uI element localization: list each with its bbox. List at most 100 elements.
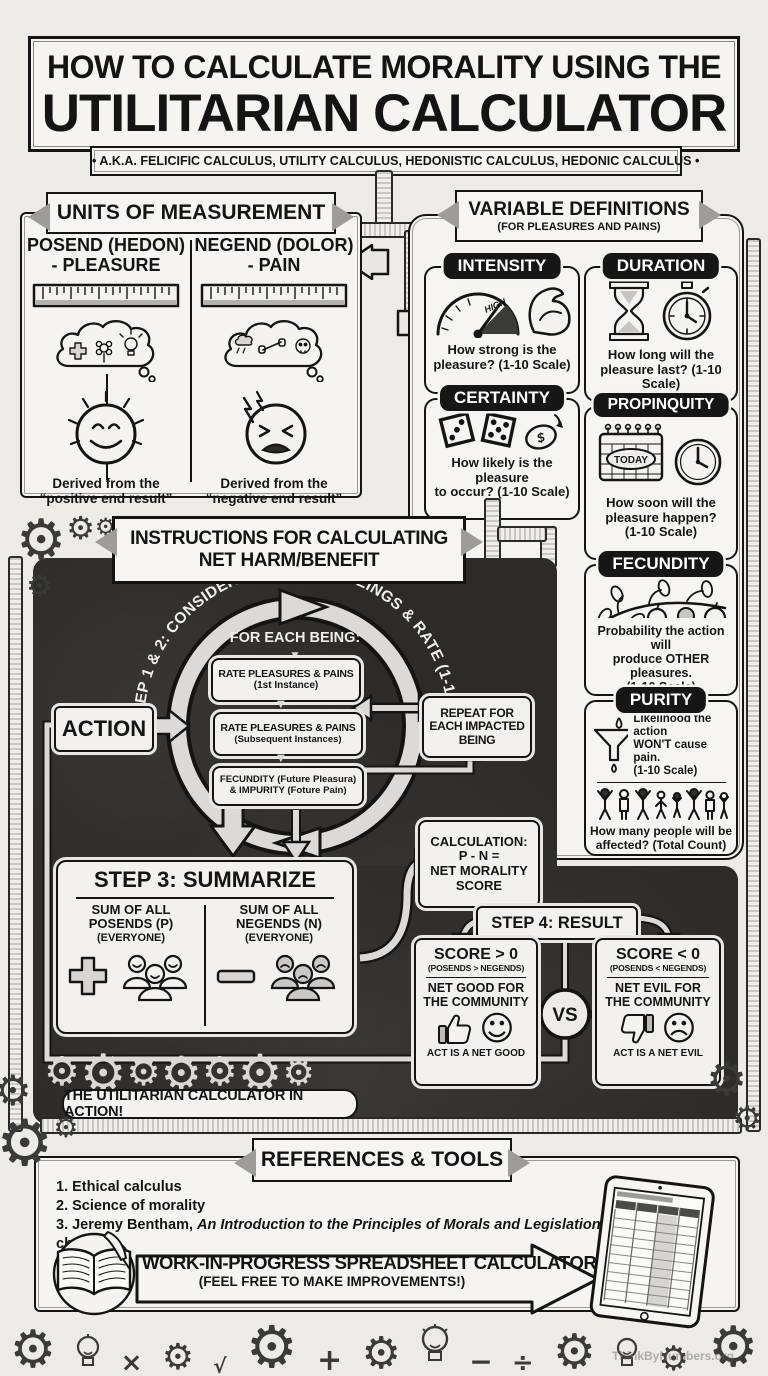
certainty-icons: ⚂ ⚄ $ xyxy=(434,402,564,459)
reference-item-1: 1. Ethical calculus xyxy=(56,1179,182,1195)
negend-caption: Derived from the “negative end result” xyxy=(190,476,358,507)
rate-subsequent-line2: (Subsequent Instances) xyxy=(234,733,342,745)
rate-subsequent-box: RATE PLEASURES & PAINS (Subsequent Insta… xyxy=(213,712,363,756)
rate-first-line2: (1st Instance) xyxy=(253,680,319,692)
tool-arrow-banner xyxy=(135,1243,600,1315)
stopwatch-icon xyxy=(662,281,712,341)
repeat-box: REPEAT FOR EACH IMPACTED BEING xyxy=(422,696,532,758)
gear-cluster-bottomleft: ⚙ ⚙⚙ xyxy=(0,1070,78,1177)
step4-header-box: STEP 4: RESULT xyxy=(476,906,638,940)
instructions-banner-line2: NET HARM/BENEFIT xyxy=(198,550,380,571)
people-count-icon xyxy=(597,788,729,821)
propinquity-caption: How soon will the pleasure happen? (1-10… xyxy=(605,495,717,540)
repeat-line2: EACH IMPACTED xyxy=(429,719,525,734)
step3-divider xyxy=(204,904,206,1026)
purity-caption-line1: Likelihood the action xyxy=(633,713,712,738)
die-icon: ⚄ xyxy=(475,402,522,459)
step3-panel: STEP 3: SUMMARIZE SUM OF ALL POSENDS (P)… xyxy=(56,860,354,1034)
title-line1: HOW TO CALCULATE MORALITY USING THE xyxy=(46,49,722,85)
for-each-text: FOR EACH BEING: xyxy=(229,630,361,646)
gear-icon: ⚙ xyxy=(201,1049,238,1095)
variables-header: VARIABLE DEFINITIONS xyxy=(468,199,690,220)
intensity-caption-line1: How strong is the xyxy=(447,342,557,357)
duration-caption-line2: pleasure last? (1-10 Scale) xyxy=(600,361,722,392)
gear-icon: ⚙ xyxy=(706,1052,748,1106)
gear-icon: ⚙ xyxy=(732,1099,763,1139)
for-each-label: FOR EACH BEING: ▼ xyxy=(207,630,383,662)
certainty-caption-line2: to occur? (1-10 Scale) xyxy=(434,484,570,500)
purity-caption-line2: WON'T cause pain. xyxy=(633,738,708,764)
negends-icons xyxy=(215,950,343,1002)
certainty-card: CERTAINTY ⚂ ⚄ $ How likely is the pleasu… xyxy=(424,385,580,520)
posend-caption: Derived from the “positive end result” xyxy=(22,476,190,507)
negend-title-line2: - PAIN xyxy=(247,254,301,275)
instructions-banner-line1: INSTRUCTIONS FOR CALCULATING xyxy=(130,528,448,549)
pipe-certainty-elbow xyxy=(497,526,547,542)
propinquity-caption-line2: pleasure happen? xyxy=(605,509,717,525)
gear-icon: ⚙ xyxy=(245,1314,298,1376)
step3-header: STEP 3: SUMMARIZE xyxy=(75,867,335,899)
purity-top-row: Likelihood the action WON'T cause pain. … xyxy=(586,713,736,777)
purity-caption-line3: (1-10 Scale) xyxy=(633,764,698,777)
divide-symbol: ÷ xyxy=(511,1348,534,1376)
ring-arrowhead-top xyxy=(278,587,331,627)
negends-column: SUM OF ALL NEGENDS (N) (EVERYONE) xyxy=(206,899,352,1032)
units-column-divider xyxy=(190,240,192,482)
gear-icon: ⚙ xyxy=(282,1053,315,1094)
extent-caption: How many people will be affected? (Total… xyxy=(589,824,733,852)
propinquity-caption-line3: (1-10 Scale) xyxy=(624,524,698,540)
units-header-ribbon: UNITS OF MEASUREMENT xyxy=(28,192,354,234)
intensity-card: INTENSITY HIGH How strong is the pleasur… xyxy=(424,253,580,394)
certainty-caption: How likely is the pleasure to occur? (1-… xyxy=(426,455,578,500)
fruit-branch-icon xyxy=(597,579,727,618)
plus-symbol: + xyxy=(316,1343,343,1376)
happy-face-icon xyxy=(67,390,145,465)
title-banner: HOW TO CALCULATE MORALITY USING THE UTIL… xyxy=(28,36,740,152)
rate-first-line1: RATE PLEASURES & PAINS xyxy=(218,667,354,680)
tool-line2: (FEEL FREE TO MAKE IMPROVEMENTS!) xyxy=(198,1274,466,1289)
score-positive-sub: (POSENDS > NEGENDS) xyxy=(427,962,525,973)
calendar-today-label: TODAY xyxy=(614,455,648,466)
fecundity-caption-line1: Probability the action will xyxy=(597,624,725,652)
references-list: 1. Ethical calculus 2. Science of morali… xyxy=(56,1178,738,1254)
extent-caption-line1: How many people will be xyxy=(589,824,733,839)
gear-icon: ⚙ xyxy=(658,1339,689,1376)
step3-columns: SUM OF ALL POSENDS (P) (EVERYONE) SUM OF… xyxy=(58,899,352,1032)
posends-line2: POSENDS (P) xyxy=(88,916,174,932)
score-positive-card: SCORE > 0 (POSENDS > NEGENDS) NET GOOD F… xyxy=(414,938,538,1086)
lightbulb-icon xyxy=(77,1334,100,1366)
divider xyxy=(606,976,710,978)
fecundity-box-line1: FECUNDITY (Future Pleasura) xyxy=(219,774,357,786)
happy-group-icon xyxy=(122,954,188,1002)
gear-icon: ⚙ xyxy=(361,1328,401,1376)
score-negative-card: SCORE < 0 (POSENDS < NEGENDS) NET EVIL F… xyxy=(595,938,721,1086)
small-down-arrow-icon: ▼ xyxy=(291,651,299,661)
posends-line1: SUM OF ALL xyxy=(91,901,171,917)
negends-line1: SUM OF ALL xyxy=(239,901,319,917)
posend-title-line2: - PLEASURE xyxy=(51,254,161,275)
gear-icon: ⚙ xyxy=(126,1050,161,1094)
net-evil-line1: NET EVIL FOR xyxy=(615,980,701,995)
title-line2: UTILITARIAN CALCULATOR xyxy=(41,84,728,143)
net-good-line2: THE COMMUNITY xyxy=(423,994,529,1009)
posends-icons xyxy=(67,950,195,1002)
references-header: REFERENCES & TOOLS xyxy=(260,1148,504,1171)
thumbs-down-icon xyxy=(621,1013,655,1043)
coin-icon: $ xyxy=(524,414,563,450)
tool-line1: WORK-IN-PROGRESS SPREADSHEET CALCULATOR xyxy=(142,1252,597,1273)
gear-icon: ⚙ xyxy=(552,1324,596,1376)
variables-subheader: (FOR PLEASURES AND PAINS) xyxy=(497,221,661,233)
pipe-title-down xyxy=(375,170,393,230)
variables-header-ribbon: VARIABLE DEFINITIONS (FOR PLEASURES AND … xyxy=(437,190,721,242)
intensity-label: INTENSITY xyxy=(443,253,561,279)
gear-icon: ⚙ xyxy=(708,1315,759,1376)
action-arrow xyxy=(149,707,192,745)
calc-line2: P - N = xyxy=(458,848,500,864)
pipe-right-frame xyxy=(746,238,761,1132)
sqrt-symbol: √ xyxy=(213,1354,227,1376)
fecundity-caption-line2: produce OTHER pleasures. xyxy=(612,652,710,680)
duration-caption-line1: How long will the xyxy=(607,347,715,362)
negend-caption-line2: “negative end result” xyxy=(205,491,343,507)
intensity-caption: How strong is the pleasure? (1-10 Scale) xyxy=(433,342,570,372)
